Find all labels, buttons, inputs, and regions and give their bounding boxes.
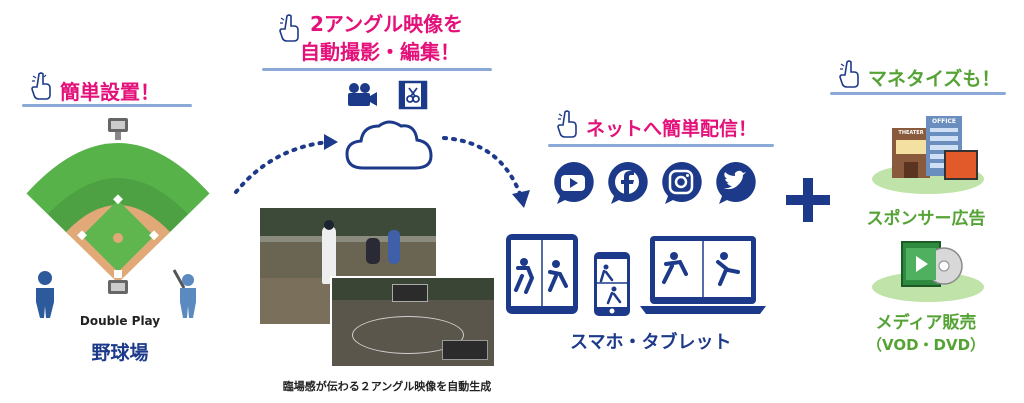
media-label: メディア販売 — [875, 313, 977, 333]
office-sign: OFFICE — [931, 118, 957, 125]
pointing-hand-icon — [279, 14, 299, 42]
dvd-case-icon — [901, 241, 963, 287]
facebook-icon — [608, 161, 648, 204]
right-heading: マネタイズも！ — [868, 68, 1001, 90]
left-heading-underline — [22, 104, 192, 107]
cloud-icon — [345, 120, 433, 170]
flow-arrow-right — [442, 136, 530, 208]
laptop-icon — [640, 236, 766, 314]
scoreboard-overlay — [392, 284, 428, 302]
plus-icon — [786, 178, 830, 222]
double-play-label: Double Play — [79, 314, 161, 328]
youtube-icon — [554, 161, 594, 204]
tablet-icon — [506, 234, 578, 314]
net-heading-underline — [548, 144, 774, 147]
media-sub-label: （VOD・DVD） — [866, 336, 986, 354]
catcher-icon — [36, 271, 54, 318]
batter-icon — [172, 269, 196, 318]
video-camera-icon — [348, 83, 377, 106]
video-caption: 臨場感が伝わる２アングル映像を自動生成 — [282, 380, 492, 393]
top-heading-underline — [262, 68, 492, 71]
net-heading: ネットへ簡単配信！ — [586, 118, 758, 140]
ad-billboard-icon — [944, 150, 978, 180]
smartphone-icon — [594, 252, 630, 316]
top-heading-line1: 2アングル映像を — [310, 12, 464, 36]
pointing-hand-icon — [557, 110, 577, 138]
theater-building-icon: THEATER — [892, 128, 930, 178]
camera-unit-icon — [108, 280, 128, 294]
theater-sign: THEATER — [898, 130, 924, 136]
film-edit-icon — [398, 80, 428, 110]
baseball-field — [25, 118, 211, 294]
left-heading: 簡単設置！ — [60, 80, 160, 104]
twitter-icon — [716, 161, 756, 204]
sponsor-label: スポンサー広告 — [866, 209, 986, 229]
devices-label: スマホ・タブレット — [570, 332, 732, 353]
pointing-hand-icon — [839, 60, 859, 88]
camera-unit-icon — [108, 118, 128, 140]
top-heading-line2: 自動撮影・編集！ — [300, 40, 460, 64]
instagram-icon — [662, 161, 702, 204]
stadium-label: 野球場 — [91, 342, 149, 364]
flow-arrow-left — [234, 134, 338, 194]
right-heading-underline — [830, 92, 1006, 95]
pointing-hand-icon — [31, 72, 51, 100]
